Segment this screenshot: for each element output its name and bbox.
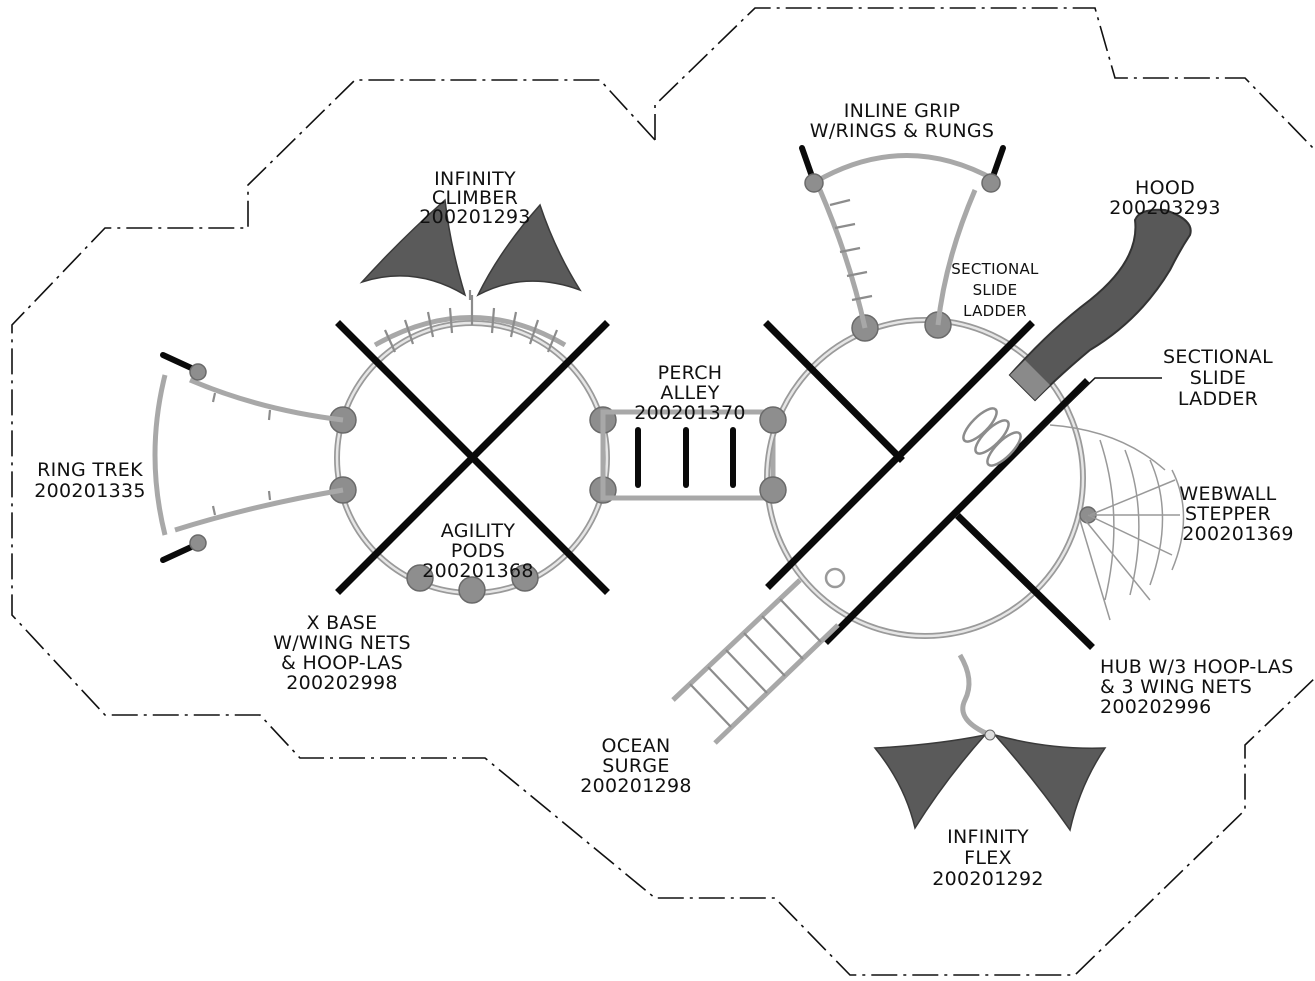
svg-text:W/RINGS & RUNGS: W/RINGS & RUNGS (810, 120, 995, 142)
svg-text:INFINITY: INFINITY (947, 826, 1029, 848)
svg-text:200203293: 200203293 (1109, 197, 1221, 219)
svg-text:200202998: 200202998 (286, 672, 398, 694)
svg-text:AGILITY: AGILITY (441, 520, 516, 542)
label-ocean-surge: OCEAN SURGE 200201298 (580, 735, 692, 797)
svg-text:& HOOP-LAS: & HOOP-LAS (281, 652, 403, 674)
svg-text:200201298: 200201298 (580, 775, 692, 797)
ocean-surge (671, 578, 840, 745)
svg-text:200201370: 200201370 (634, 402, 746, 424)
svg-text:STEPPER: STEPPER (1185, 503, 1271, 525)
svg-text:SLIDE: SLIDE (1190, 367, 1246, 389)
label-sectional-slide-ladder-b: SECTIONAL SLIDE LADDER (1014, 346, 1273, 456)
agility-pod (458, 576, 486, 604)
ring-trek (152, 352, 344, 563)
svg-text:PERCH: PERCH (658, 362, 723, 384)
svg-text:200201293: 200201293 (419, 206, 531, 228)
climber-arc (373, 295, 567, 353)
infinity-climber-sails (359, 198, 582, 300)
svg-text:200201292: 200201292 (932, 868, 1044, 890)
hub-bar (765, 320, 1035, 590)
svg-text:RING TREK: RING TREK (37, 459, 143, 481)
label-perch-alley: PERCH ALLEY 200201370 (634, 362, 746, 424)
svg-text:PODS: PODS (451, 540, 505, 562)
label-infinity-flex: INFINITY FLEX 200201292 (932, 826, 1044, 890)
svg-text:WEBWALL: WEBWALL (1179, 483, 1276, 505)
svg-text:LADDER: LADDER (963, 302, 1027, 320)
label-infinity-climber: INFINITY CLIMBER 200201293 (419, 168, 531, 228)
svg-text:W/WING NETS: W/WING NETS (273, 632, 411, 654)
svg-text:& 3 WING NETS: & 3 WING NETS (1100, 676, 1252, 698)
webwall-stepper (1049, 424, 1185, 621)
agility-pod (406, 564, 434, 592)
svg-text:ALLEY: ALLEY (660, 382, 719, 404)
svg-text:200201369: 200201369 (1182, 523, 1294, 545)
svg-text:HOOD: HOOD (1135, 177, 1195, 199)
hub-bar (823, 378, 1090, 645)
x-base-bar (335, 320, 610, 595)
label-ring-trek: RING TREK 200201335 (34, 459, 146, 502)
svg-text:200201335: 200201335 (34, 480, 146, 502)
svg-text:INLINE GRIP: INLINE GRIP (844, 100, 961, 122)
hub-structure (759, 311, 1097, 650)
svg-text:SURGE: SURGE (602, 755, 669, 777)
label-agility-pods: AGILITY PODS 200201368 (422, 520, 534, 582)
inline-grip (799, 145, 1006, 329)
perch-alley (600, 409, 776, 501)
svg-text:LADDER: LADDER (1178, 388, 1258, 410)
svg-text:X BASE: X BASE (307, 612, 378, 634)
infinity-flex (873, 653, 1107, 832)
agility-pod (511, 564, 539, 592)
site-boundary (11, 7, 1315, 976)
svg-text:FLEX: FLEX (964, 847, 1012, 869)
label-webwall-stepper: WEBWALL STEPPER 200201369 (1179, 483, 1293, 545)
svg-text:SECTIONAL: SECTIONAL (951, 260, 1039, 278)
leader-line (1014, 377, 1162, 456)
svg-text:INFINITY: INFINITY (434, 168, 516, 190)
svg-text:SLIDE: SLIDE (973, 281, 1018, 299)
svg-text:200202996: 200202996 (1100, 696, 1212, 718)
svg-text:SECTIONAL: SECTIONAL (1163, 346, 1273, 368)
hood-slide (1008, 208, 1192, 402)
svg-text:HUB W/3 HOOP-LAS: HUB W/3 HOOP-LAS (1100, 656, 1294, 678)
label-hub: HUB W/3 HOOP-LAS & 3 WING NETS 200202996 (1100, 656, 1294, 718)
svg-text:OCEAN: OCEAN (602, 735, 671, 757)
label-x-base: X BASE W/WING NETS & HOOP-LAS 200202998 (273, 612, 411, 694)
svg-text:CLIMBER: CLIMBER (432, 187, 518, 209)
label-sectional-slide-ladder-a: SECTIONAL SLIDE LADDER (951, 260, 1039, 320)
label-hood: HOOD 200203293 (1109, 177, 1221, 219)
label-inline-grip: INLINE GRIP W/RINGS & RUNGS (810, 100, 995, 142)
svg-text:200201368: 200201368 (422, 560, 534, 582)
